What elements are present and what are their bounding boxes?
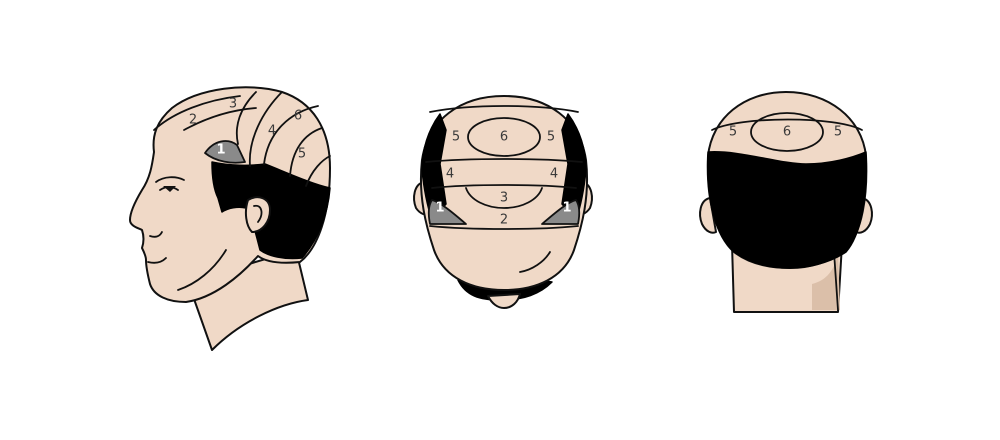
top-zone-3: 3	[500, 191, 508, 206]
top-zone-4-left: 4	[446, 167, 454, 182]
top-zone-2: 2	[500, 213, 508, 228]
top-view-head: 5 6 5 4 4 3 2 1 1	[414, 96, 592, 308]
side-zone-3: 3	[229, 97, 237, 112]
side-zone-1: 1	[216, 143, 225, 158]
top-zone-4-right: 4	[550, 167, 558, 182]
top-zone-5-left: 5	[452, 130, 460, 145]
side-zone-5: 5	[298, 147, 306, 162]
back-view-head: 5 6 5	[700, 92, 872, 312]
back-zone-5-right: 5	[834, 125, 842, 140]
side-zone-2: 2	[189, 113, 197, 128]
top-zone-1-left: 1	[435, 201, 444, 216]
side-zone-4: 4	[268, 124, 276, 139]
top-zone-1-right: 1	[562, 201, 571, 216]
top-zone-6: 6	[500, 130, 508, 145]
top-zone-5-right: 5	[547, 130, 555, 145]
back-zone-6: 6	[783, 125, 791, 140]
side-view-head: 1 2 3 4 5 6	[130, 87, 330, 350]
side-zone-6: 6	[294, 109, 302, 124]
back-zone-5-left: 5	[729, 125, 737, 140]
